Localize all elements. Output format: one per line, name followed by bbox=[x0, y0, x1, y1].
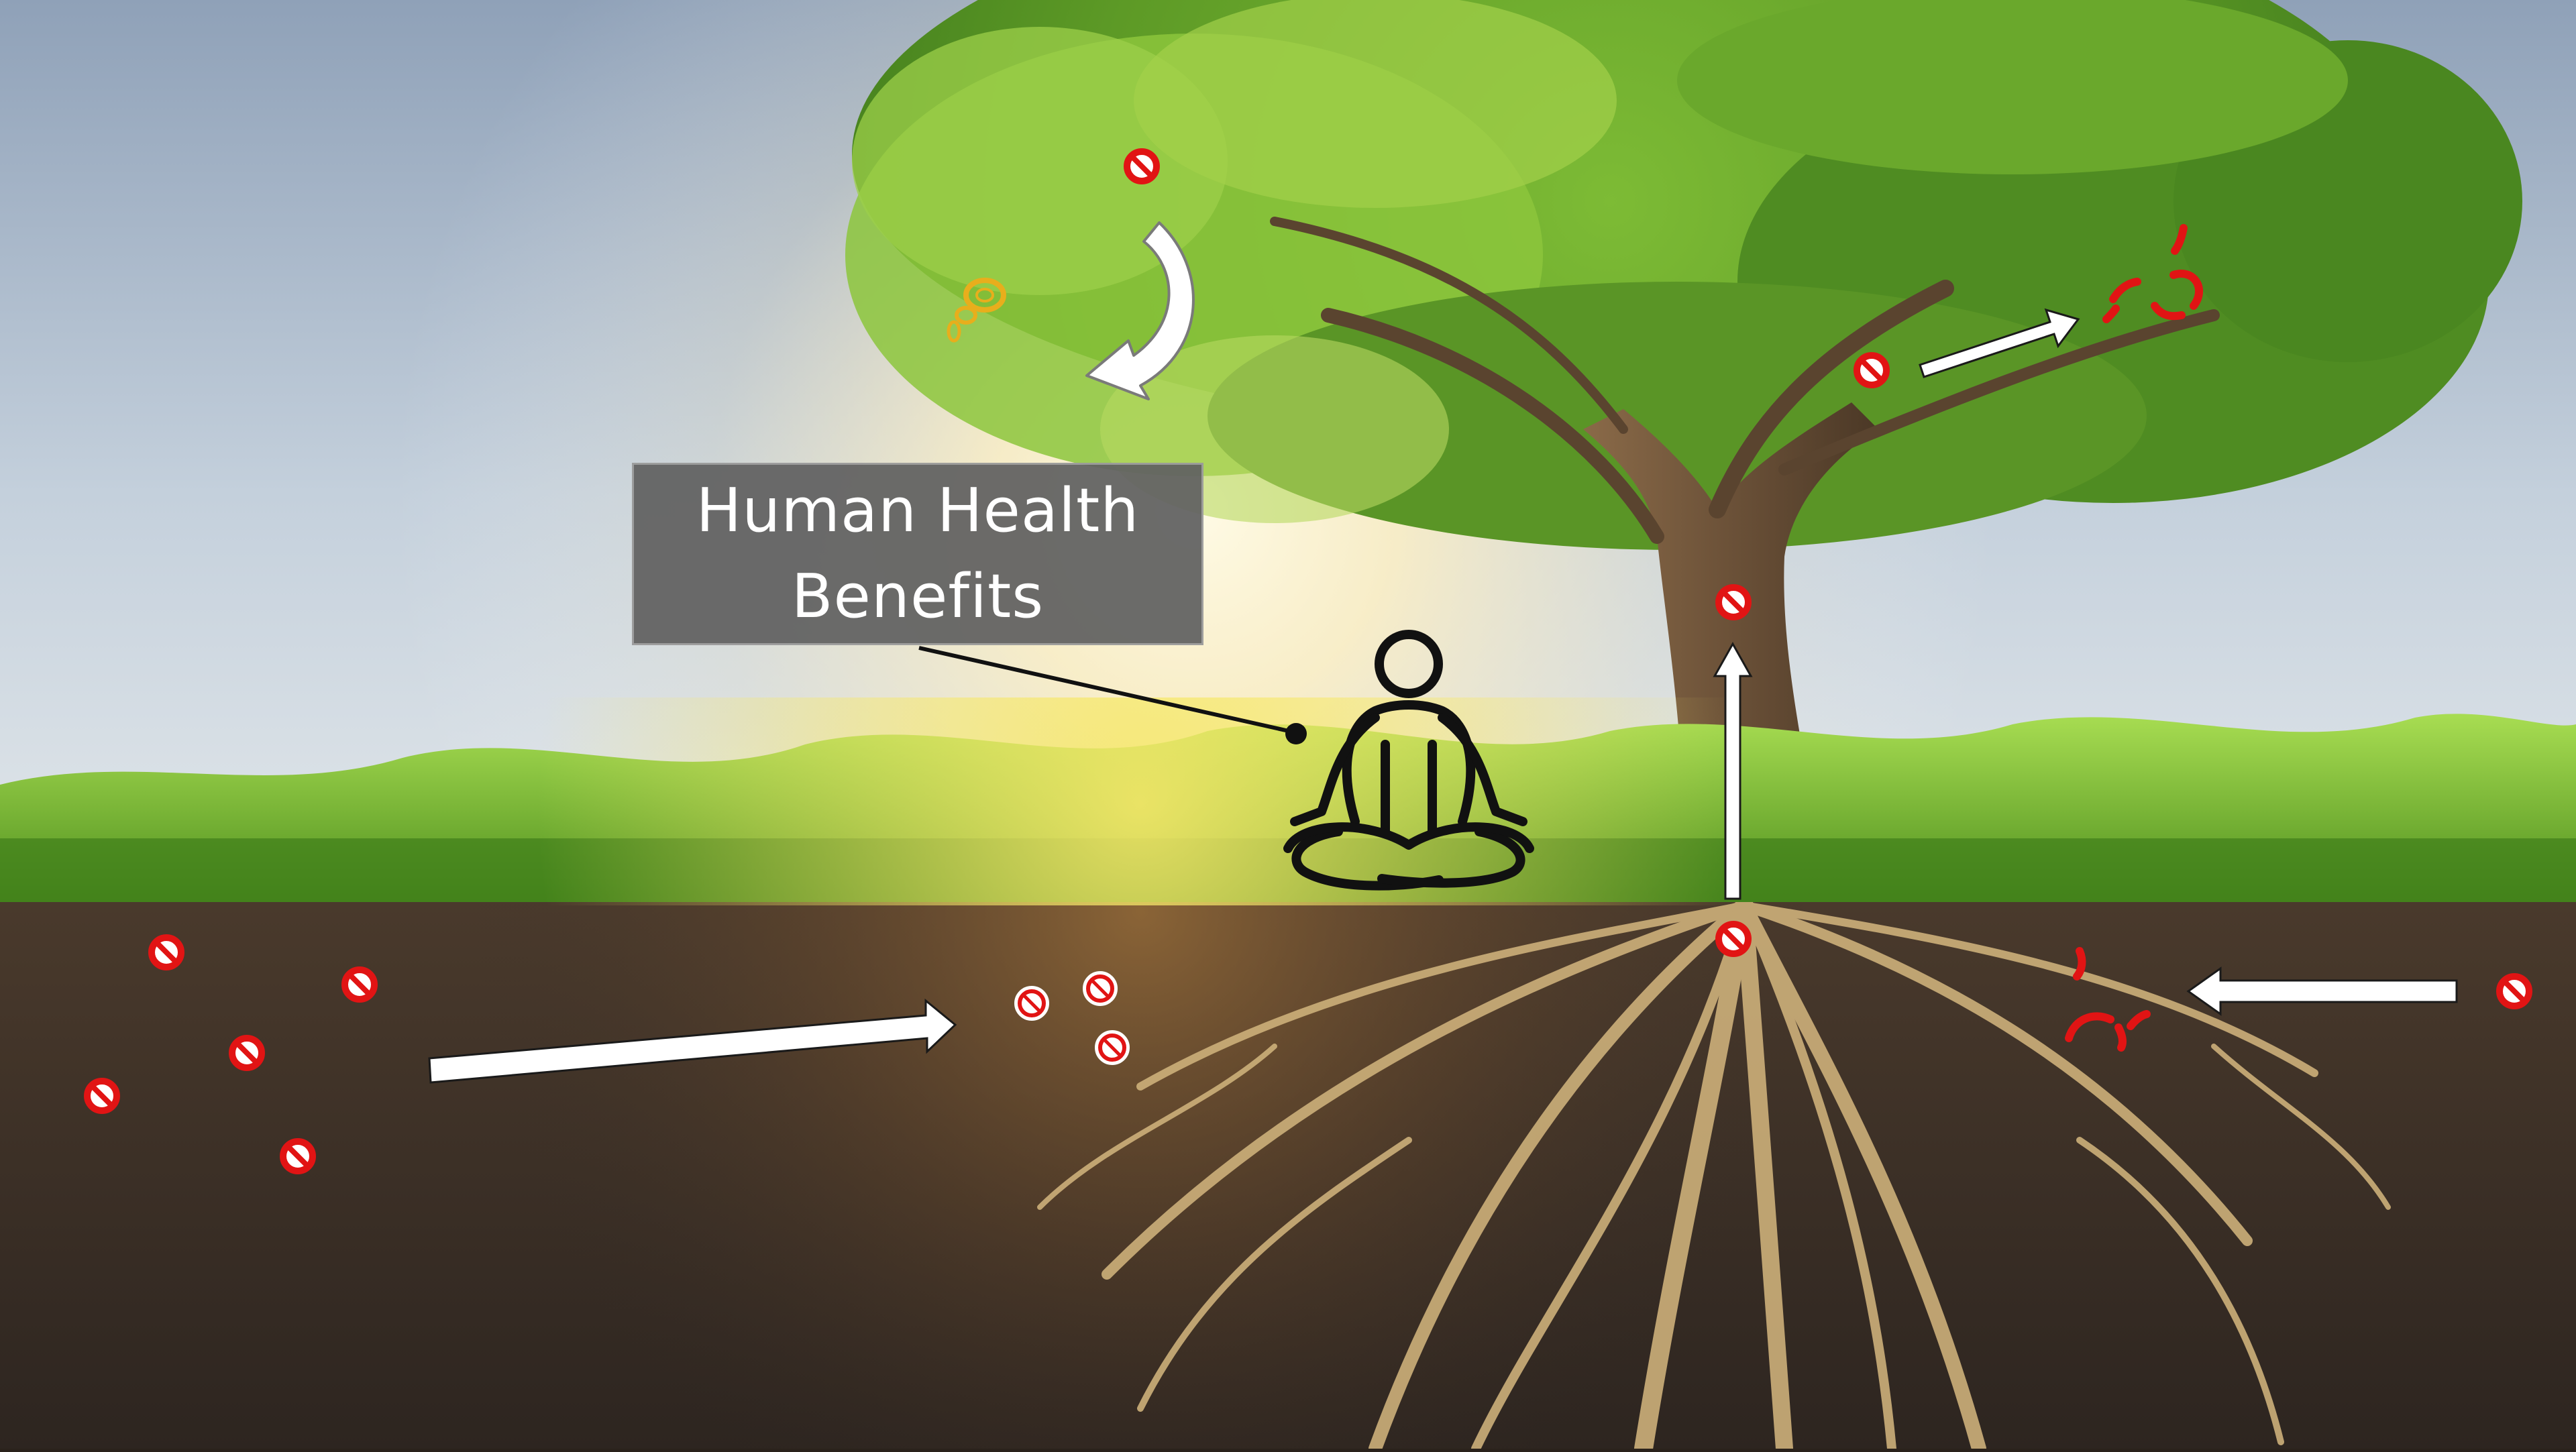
prohibition-circle-icon bbox=[1857, 355, 1886, 385]
prohibition-circle-icon bbox=[1016, 987, 1048, 1019]
prohibition-circle-icon bbox=[1084, 972, 1116, 1005]
prohibition-circle-icon bbox=[283, 1141, 313, 1171]
callout-title-line2: Benefits bbox=[792, 554, 1044, 640]
prohibition-circle-icon bbox=[152, 938, 181, 967]
prohibition-circle-icon bbox=[232, 1038, 262, 1068]
prohibition-circle-icon bbox=[345, 970, 374, 999]
callout-box: Human Health Benefits bbox=[632, 463, 1203, 645]
prohibition-circle-icon bbox=[1096, 1031, 1128, 1064]
callout-title-line1: Human Health bbox=[696, 468, 1140, 554]
prohibition-circle-icon bbox=[1719, 588, 1748, 617]
prohibition-circle-icon bbox=[1127, 152, 1157, 181]
prohibition-circle-icon bbox=[1719, 924, 1748, 954]
prohibition-circle-icon bbox=[87, 1081, 117, 1111]
prohibition-circle-icon bbox=[2500, 976, 2529, 1006]
